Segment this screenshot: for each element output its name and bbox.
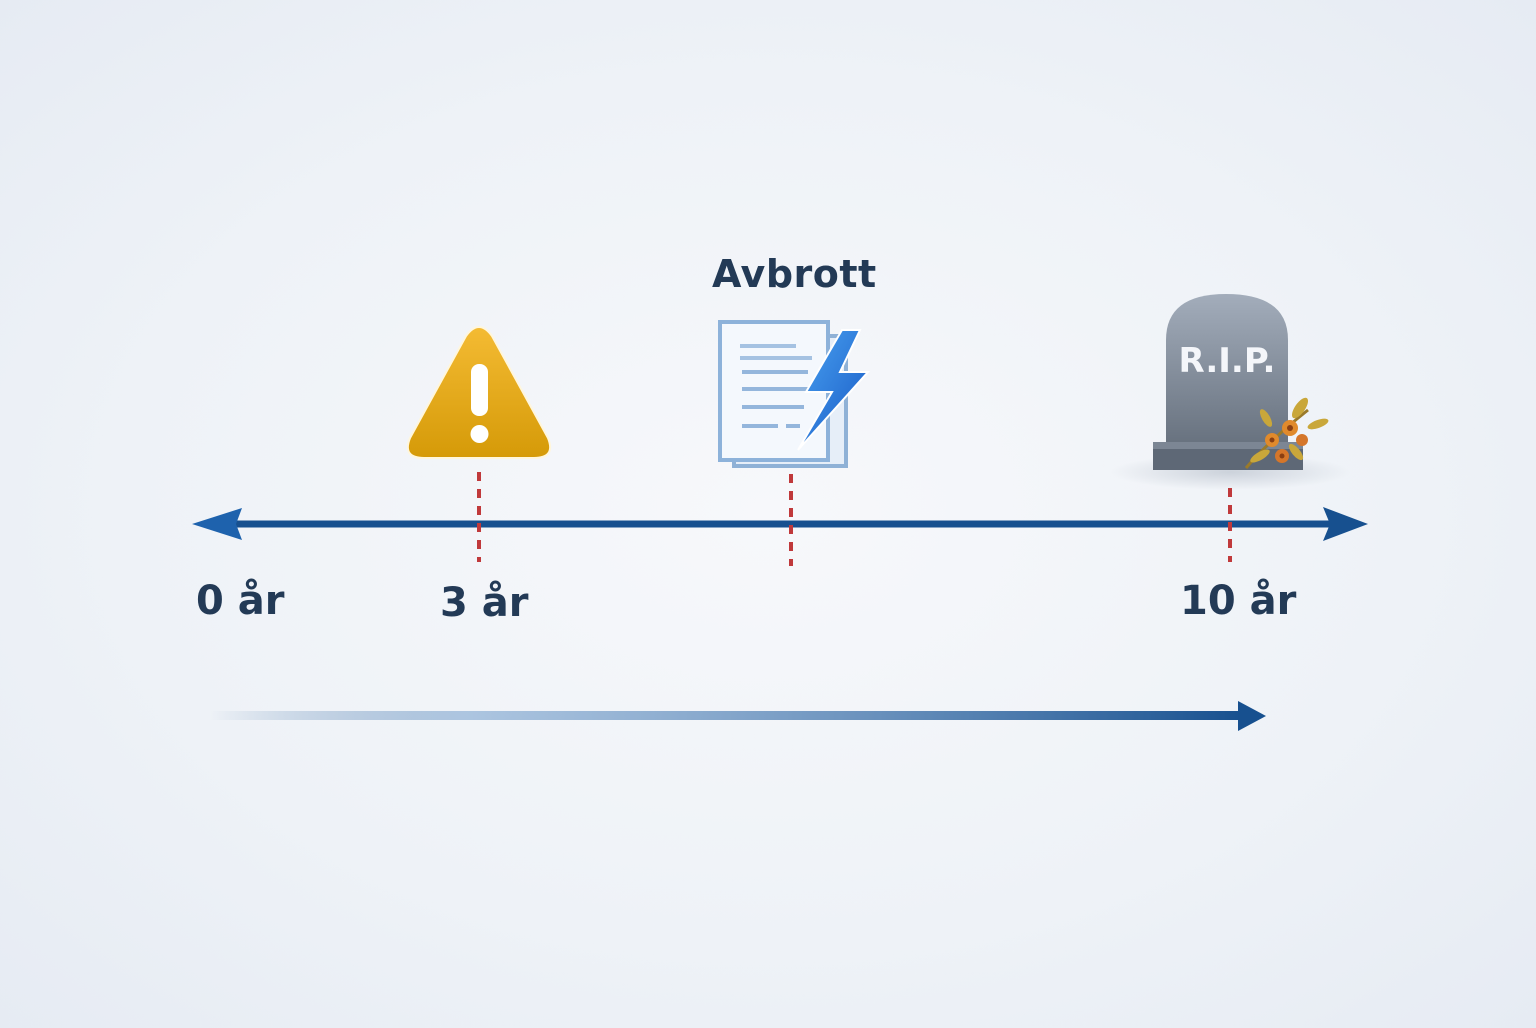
progress-arrowhead <box>1238 701 1266 731</box>
tombstone-text: R.I.P. <box>1179 341 1276 381</box>
warning-triangle-icon <box>406 326 552 459</box>
event-title: Avbrott <box>712 252 877 296</box>
flower-decoration <box>1244 397 1329 469</box>
timeline-axis <box>192 507 1368 541</box>
progress-arrow <box>210 701 1266 731</box>
tick-label-3: 3 år <box>440 580 529 626</box>
tick-label-0: 0 år <box>196 578 285 624</box>
tick-label-10: 10 år <box>1180 578 1297 624</box>
progress-arrow-line <box>210 711 1242 720</box>
axis-right-arrowhead <box>1323 507 1368 541</box>
axis-left-arrowhead <box>192 508 242 540</box>
tombstone-icon: R.I.P. <box>1110 294 1350 490</box>
document-lightning-icon <box>718 320 871 468</box>
tick-markers <box>477 472 1232 566</box>
